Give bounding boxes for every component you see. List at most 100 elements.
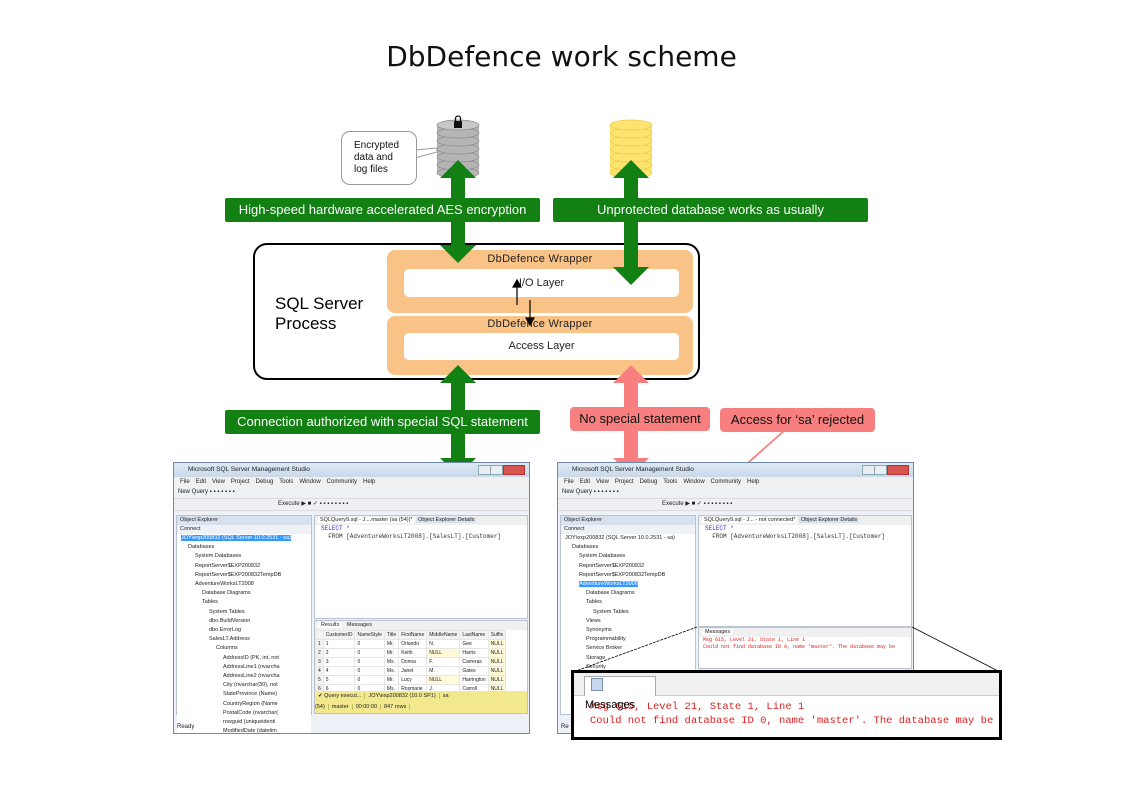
grid-cell[interactable]: 2 — [315, 648, 324, 658]
grid-cell[interactable]: 0 — [354, 666, 385, 676]
grid-cell[interactable]: F. — [426, 657, 461, 667]
maximize-button[interactable] — [874, 465, 887, 475]
tree-item[interactable]: Database Diagrams — [202, 590, 251, 597]
grid-cell[interactable]: 0 — [354, 639, 385, 649]
grid-cell[interactable]: Mr. — [383, 648, 400, 658]
grid-header-cell[interactable]: MiddleName — [426, 630, 461, 640]
tab-messages[interactable]: Messages — [346, 622, 372, 628]
menu-window[interactable]: Window — [299, 479, 321, 485]
menu-tools[interactable]: Tools — [663, 479, 678, 485]
grid-cell[interactable]: NULL — [426, 648, 461, 658]
tree-item[interactable]: System Tables — [593, 608, 629, 615]
grid-cell[interactable]: 1 — [315, 639, 324, 649]
grid-cell[interactable]: M. — [426, 666, 461, 676]
tree-item[interactable]: ReportServer$EXP200832 — [195, 562, 261, 569]
menu-community[interactable]: Community — [710, 479, 741, 485]
tree-item[interactable]: StateProvince (Name) — [223, 691, 278, 698]
grid-cell[interactable]: NULL — [426, 675, 461, 685]
close-button[interactable] — [503, 465, 525, 475]
menu-edit[interactable]: Edit — [579, 479, 591, 485]
grid-cell[interactable]: Carreras — [459, 657, 489, 667]
menu-view[interactable]: View — [596, 479, 609, 485]
menu-help[interactable]: Help — [747, 479, 760, 485]
grid-header-cell[interactable]: FirstName — [398, 630, 428, 640]
tab-results[interactable]: Results — [318, 622, 343, 628]
tree-item[interactable]: Tables — [202, 599, 218, 606]
zoomed-messages-tab[interactable]: Messages — [584, 676, 656, 711]
tree-item[interactable]: AdventureWorksLT2008 — [195, 581, 254, 588]
grid-cell[interactable]: NULL — [487, 666, 507, 676]
tree-item[interactable]: System Databases — [195, 553, 242, 560]
grid-cell[interactable]: NULL — [487, 657, 507, 667]
tree-item[interactable]: Synonyms — [586, 627, 612, 634]
grid-cell[interactable]: Lucy — [398, 675, 428, 685]
tree-item[interactable]: ReportServer$EXP200832TempDB — [579, 571, 666, 578]
tab-object-explorer-details[interactable]: Object Explorer Details — [416, 517, 477, 523]
tree-item[interactable]: Views — [586, 617, 601, 624]
menu-community[interactable]: Community — [326, 479, 357, 485]
tree-item[interactable]: Tables — [586, 599, 602, 606]
grid-cell[interactable]: 5 — [315, 675, 324, 685]
tab-messages[interactable]: Messages — [702, 629, 734, 635]
sql-text[interactable]: SELECT * FROM [AdventureWorksLT2008].[Sa… — [315, 525, 527, 541]
grid-cell[interactable]: 1 — [322, 639, 356, 649]
grid-header-cell[interactable]: Title — [383, 630, 400, 640]
menu-help[interactable]: Help — [363, 479, 376, 485]
grid-cell[interactable]: Janet — [398, 666, 428, 676]
grid-cell[interactable]: Mr. — [383, 639, 400, 649]
menu-file[interactable]: File — [180, 479, 190, 485]
grid-cell[interactable]: 3 — [315, 657, 324, 667]
tree-item[interactable]: Programmability — [586, 636, 626, 643]
execute-button[interactable]: Execute — [278, 501, 300, 507]
grid-cell[interactable]: Gee — [459, 639, 489, 649]
grid-cell[interactable]: 0 — [354, 657, 385, 667]
menu-window[interactable]: Window — [683, 479, 705, 485]
grid-cell[interactable]: 0 — [354, 648, 385, 658]
grid-cell[interactable]: Gates — [459, 666, 489, 676]
maximize-button[interactable] — [490, 465, 503, 475]
grid-cell[interactable]: NULL — [487, 648, 507, 658]
grid-header-cell[interactable]: CustomerID — [322, 630, 356, 640]
tab-query[interactable]: SQLQuery9.sql - J....master (sa (54))* — [318, 517, 415, 523]
new-query-button[interactable]: New Query — [562, 489, 593, 495]
menu-tools[interactable]: Tools — [279, 479, 294, 485]
menu-debug[interactable]: Debug — [255, 479, 274, 485]
grid-header-cell[interactable]: LastName — [459, 630, 489, 640]
tree-item[interactable]: Columns — [216, 645, 238, 652]
tree-item[interactable]: PostalCode (nvarchar( — [223, 709, 279, 716]
tree-item[interactable]: System Tables — [209, 608, 245, 615]
grid-cell[interactable]: Orlando — [398, 639, 428, 649]
grid-header-cell[interactable] — [315, 630, 324, 640]
tree-item[interactable]: SalesLT.Address — [209, 636, 250, 643]
tree-item[interactable]: AddressLine2 (nvarcha — [223, 673, 280, 680]
grid-cell[interactable]: 2 — [322, 648, 356, 658]
tree-item[interactable]: ReportServer$EXP200832 — [579, 562, 645, 569]
tree-item[interactable]: dbo.BuildVersion — [209, 617, 251, 624]
connect-button[interactable]: Connect — [177, 525, 311, 534]
menu-edit[interactable]: Edit — [195, 479, 207, 485]
grid-cell[interactable]: N. — [426, 639, 461, 649]
tree-item[interactable]: Storage — [586, 654, 606, 661]
close-button[interactable] — [887, 465, 909, 475]
tree-item[interactable]: JOY\exp200832 (SQL Server 10.0.2531 - sa… — [565, 535, 675, 541]
tree-item[interactable]: JOY\exp200832 (SQL Server 10.0.2531 - sa… — [181, 535, 291, 541]
tree-item[interactable]: dbo.ErrorLog — [209, 627, 242, 634]
grid-cell[interactable]: 4 — [322, 666, 356, 676]
sql-text[interactable]: SELECT * FROM [AdventureWorksLT2008].[Sa… — [699, 525, 911, 541]
grid-cell[interactable]: 4 — [315, 666, 324, 676]
grid-cell[interactable]: 5 — [322, 675, 356, 685]
new-query-button[interactable]: New Query — [178, 489, 209, 495]
grid-cell[interactable]: NULL — [487, 675, 507, 685]
menu-debug[interactable]: Debug — [639, 479, 658, 485]
grid-cell[interactable]: Ms. — [383, 657, 400, 667]
grid-header-cell[interactable]: Suffix — [487, 630, 507, 640]
grid-cell[interactable]: Harrington — [459, 675, 489, 685]
execute-button[interactable]: Execute — [662, 501, 684, 507]
tree-item[interactable]: Service Broker — [586, 645, 623, 652]
grid-cell[interactable]: Ms. — [383, 666, 400, 676]
